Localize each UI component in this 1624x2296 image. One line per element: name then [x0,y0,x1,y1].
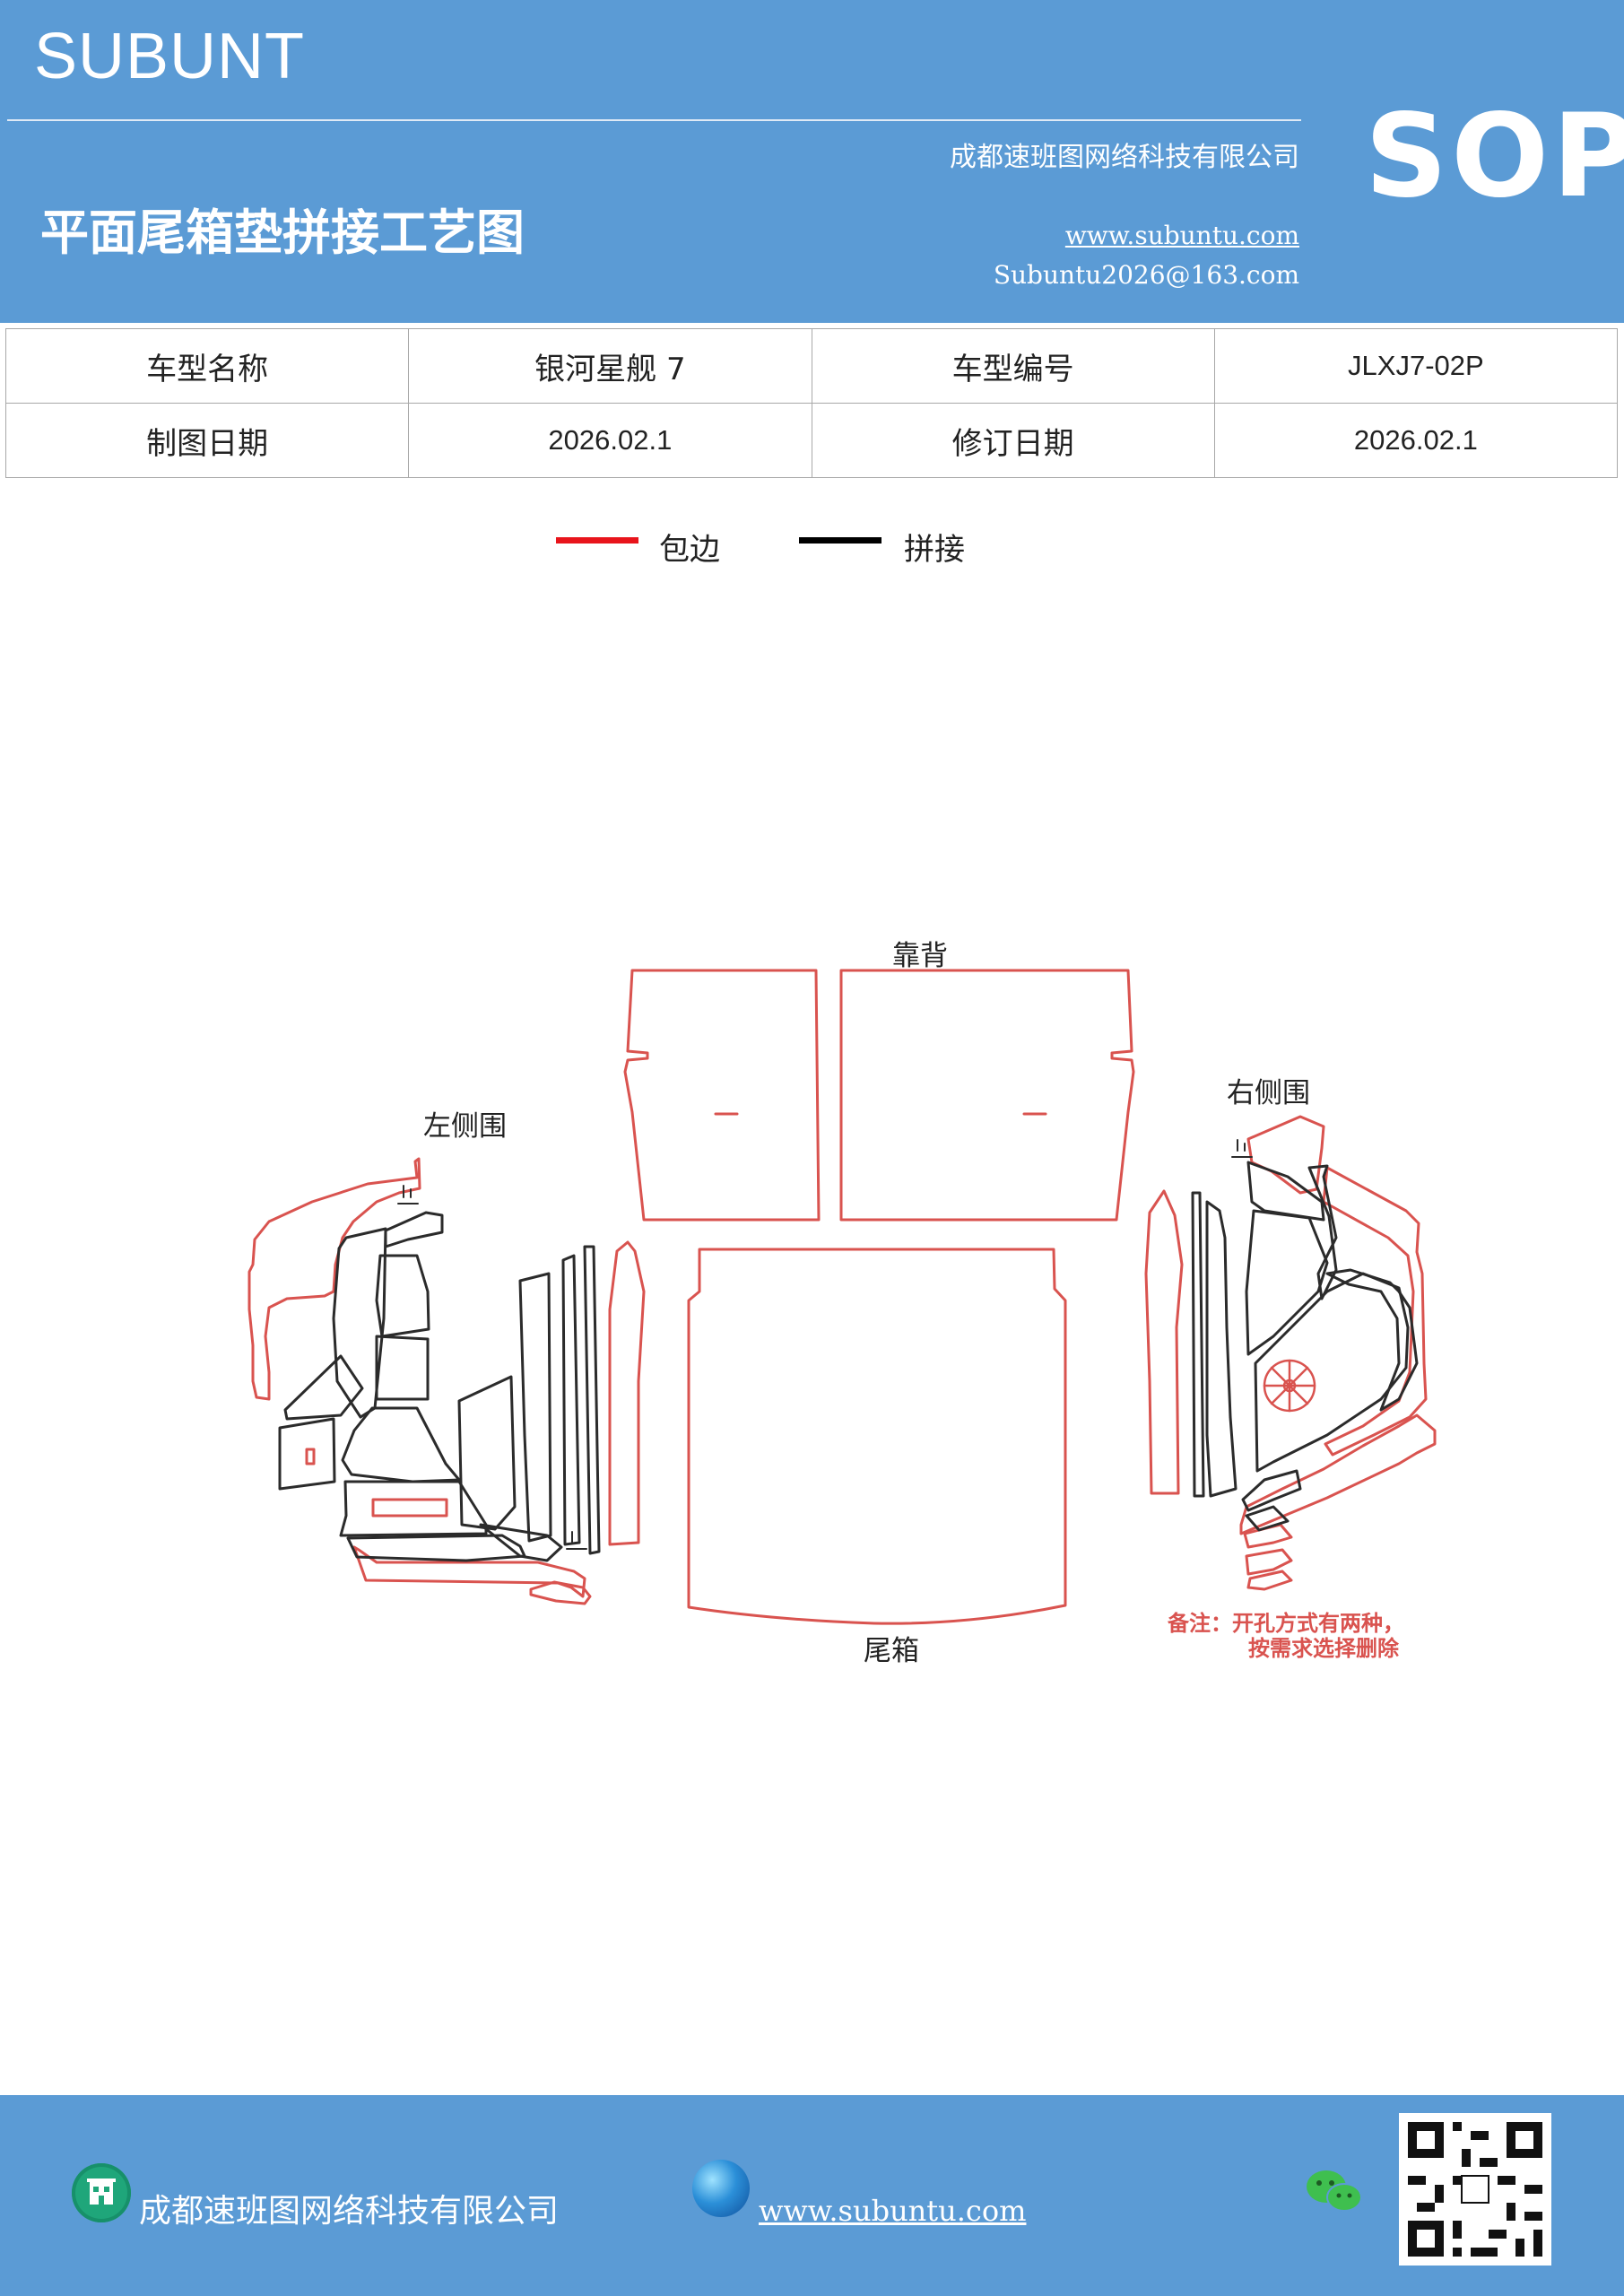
brand-name: SUBUNT [34,21,306,92]
legend-seam-label: 拼接 [904,532,965,568]
vehicle-info-table: 车型名称 银河星舰 7 车型编号 JLXJ7-02P 制图日期 2026.02.… [4,328,1619,478]
left-seam-piece-11 [561,1254,581,1546]
left-seam-piece-12 [583,1245,601,1555]
right-seam-piece-3 [1246,1161,1325,1222]
table-row: 车型名称 银河星舰 7 车型编号 JLXJ7-02P [4,328,1619,404]
legend-edge-swatch [556,537,638,544]
label-left-side: 左侧围 [423,1110,507,1143]
right-seam-piece-2 [1205,1200,1238,1498]
right-side-stripe-edge-2 [1245,1548,1293,1576]
legend-edge-label: 包边 [659,532,720,568]
left-seam-piece-5 [283,1354,364,1421]
document-title: 平面尾箱垫拼接工艺图 [40,204,525,261]
table-row: 制图日期 2026.02.1 修订日期 2026.02.1 [4,403,1619,478]
right-seam-piece-7 [1325,1268,1419,1412]
label-backrest: 靠背 [892,940,948,972]
left-side-corner-edge [529,1580,592,1605]
backrest-left-panel [623,969,821,1222]
globe-icon [692,2160,750,2217]
left-side-vertical-edge [608,1240,646,1546]
footer-company: 成都速班图网络科技有限公司 [139,2193,560,2230]
label-cell-revise-date: 修订日期 [811,403,1215,478]
right-side-outer-edge [1322,1166,1428,1457]
value-cell-draw-date: 2026.02.1 [408,403,812,478]
left-seam-piece-10 [518,1272,552,1543]
building-icon [72,2163,131,2222]
stop-mark-left-bottom [566,1531,587,1550]
left-side-slot [371,1498,448,1518]
right-side-bottom-edge [1239,1413,1437,1535]
left-seam-piece-3 [375,1335,430,1401]
left-seam-piece-7 [339,1480,488,1537]
left-seam-piece-13 [332,1227,387,1419]
header-email: Subuntu2026@163.com [993,260,1299,290]
right-seam-piece-5 [1307,1164,1338,1300]
right-seam-piece-4 [1245,1209,1329,1356]
trunk-floor-panel [687,1248,1067,1625]
right-seam-piece-6 [1254,1272,1410,1473]
header-divider [7,119,1301,121]
legend: 包边 拼接 [0,525,1624,570]
left-seam-piece-6 [278,1417,336,1491]
left-seam-piece-4 [341,1406,461,1483]
left-side-outer-edge [248,1157,421,1401]
value-cell-model-code: JLXJ7-02P [1213,328,1619,404]
left-side-small-slot [305,1448,316,1465]
diagram-note-line1: 备注：开孔方式有两种， [1168,1611,1404,1636]
label-right-side: 右侧围 [1227,1077,1310,1109]
diagram-note-line2: 按需求选择删除 [1248,1636,1399,1661]
label-cell-draw-date: 制图日期 [4,403,410,478]
value-cell-revise-date: 2026.02.1 [1213,403,1619,478]
right-seam-piece-9 [1245,1505,1290,1532]
wechat-icon [1305,2167,1364,2217]
header-company: 成都速班图网络科技有限公司 [950,142,1299,173]
footer-banner: 成都速班图网络科技有限公司 www.subuntu.com [0,2095,1624,2296]
label-cell-model-name: 车型名称 [4,328,410,404]
trunk-mat-diagram [248,969,1437,1625]
vent-rosette-icon [1263,1359,1316,1413]
label-trunk: 尾箱 [864,1635,919,1667]
stop-mark-right-top [1231,1139,1253,1158]
left-side-bottom-edge [352,1545,586,1598]
stop-mark-left-top [397,1185,419,1205]
right-seam-piece-8 [1241,1469,1302,1512]
right-seam-piece-1 [1191,1191,1205,1498]
header-banner: SUBUNT 成都速班图网络科技有限公司 SOP 平面尾箱垫拼接工艺图 www.… [0,0,1624,323]
left-seam-piece-9 [457,1375,517,1531]
backrest-right-panel [839,969,1135,1222]
footer-website-link[interactable]: www.subuntu.com [759,2194,1027,2228]
right-side-top-edge [1246,1115,1325,1195]
right-side-stripe-edge-3 [1246,1570,1293,1591]
label-cell-model-code: 车型编号 [811,328,1215,404]
left-seam-piece-2 [375,1254,430,1338]
header-website-link[interactable]: www.subuntu.com [1064,221,1299,250]
right-side-vertical-edge [1144,1189,1184,1495]
left-seam-piece-14 [479,1523,563,1562]
legend-seam-swatch [799,537,881,544]
sop-badge: SOP [1365,90,1624,223]
value-cell-model-name: 银河星舰 7 [408,328,812,404]
qr-code [1399,2113,1551,2266]
left-seam-piece-1 [384,1211,444,1248]
